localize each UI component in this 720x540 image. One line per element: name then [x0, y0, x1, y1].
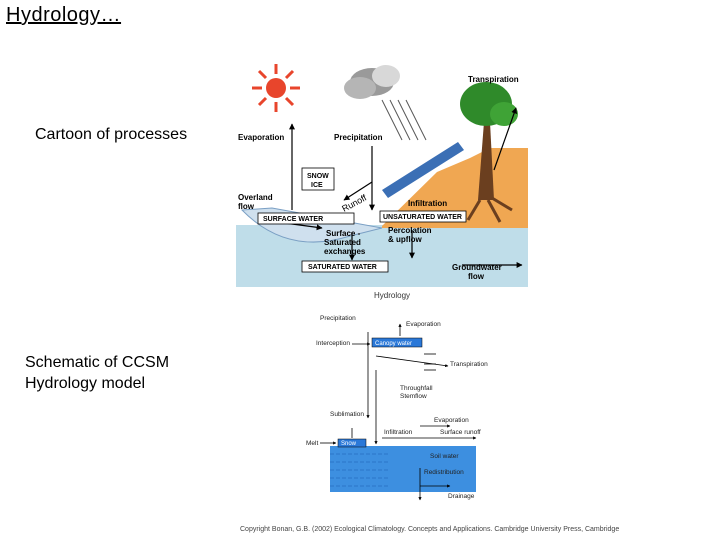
- label-cartoon-caption: Hydrology: [374, 291, 410, 300]
- label-infiltration: Infiltration: [408, 199, 447, 208]
- schem-label-melt: Melt: [306, 440, 318, 447]
- label-surface-saturated-1: Surface -: [326, 229, 361, 238]
- schem-label-throughfall-1: Throughfall: [400, 385, 433, 392]
- schem-label-redistribution: Redistribution: [424, 469, 464, 476]
- caption-cartoon: Cartoon of processes: [35, 126, 188, 143]
- label-percolation-2: & upflow: [388, 235, 423, 244]
- schem-label-evaporation: Evaporation: [406, 321, 441, 328]
- schem-label-canopy-water: Canopy water: [375, 341, 412, 347]
- label-surface-saturated-3: exchanges: [324, 247, 366, 256]
- runoff-arrow: [343, 181, 373, 201]
- rain-icon: [381, 99, 427, 141]
- schem-label-surface-runoff: Surface runoff: [440, 429, 481, 436]
- copyright-credit: Copyright Bonan, G.B. (2002) Ecological …: [240, 526, 620, 533]
- label-runoff: Runoff: [340, 192, 368, 213]
- label-precipitation: Precipitation: [334, 133, 383, 142]
- label-unsaturated-water: UNSATURATED WATER: [383, 214, 462, 221]
- schem-label-interception: Interception: [316, 340, 350, 347]
- sun-icon: [252, 64, 300, 112]
- label-overland-flow-2: flow: [238, 202, 255, 211]
- schem-label-soil-water: Soil water: [430, 453, 459, 460]
- label-evaporation: Evaporation: [238, 133, 284, 142]
- snow-box: [337, 438, 367, 448]
- schem-label-transpiration: Transpiration: [450, 361, 488, 368]
- slide-title: Hydrology…: [6, 4, 122, 26]
- schem-label-infiltration: Infiltration: [384, 429, 413, 436]
- label-groundwater-2: flow: [468, 272, 485, 281]
- label-snow: SNOW: [307, 173, 329, 180]
- schem-label-snow: Snow: [341, 441, 357, 447]
- label-surface-saturated-2: Saturated: [324, 238, 361, 247]
- cloud-icon: [344, 65, 400, 99]
- soil-water-body: [330, 446, 476, 492]
- label-groundwater-1: Groundwater: [452, 263, 502, 272]
- label-transpiration: Transpiration: [468, 75, 519, 84]
- hydrology-cartoon: Transpiration Evaporation Precipitation …: [236, 64, 528, 300]
- canopy-water-box: [371, 337, 423, 348]
- label-ice: ICE: [311, 182, 323, 189]
- schem-label-drainage: Drainage: [448, 493, 475, 500]
- caption-schematic-line2: Hydrology model: [25, 375, 146, 392]
- label-saturated-water: SATURATED WATER: [308, 264, 377, 271]
- snow-slope-icon: [382, 142, 464, 198]
- caption-schematic: Schematic of CCSM Hydrology model: [25, 352, 215, 394]
- label-overland-flow-1: Overland: [238, 193, 273, 202]
- schem-label-evaporation-2: Evaporation: [434, 417, 469, 424]
- ccsm-hydrology-schematic: Precipitation Evaporation Interception C…: [306, 315, 488, 501]
- caption-schematic-line1: Schematic of CCSM: [25, 354, 170, 371]
- schem-label-throughfall-2: Stemflow: [400, 393, 427, 400]
- tree-icon: [460, 82, 518, 223]
- schem-label-precipitation: Precipitation: [320, 315, 356, 322]
- schem-label-sublimation: Sublimation: [330, 411, 364, 418]
- label-surface-water: SURFACE WATER: [263, 216, 323, 223]
- transpiration-arrow: [493, 107, 518, 171]
- label-percolation-1: Percolation: [388, 226, 432, 235]
